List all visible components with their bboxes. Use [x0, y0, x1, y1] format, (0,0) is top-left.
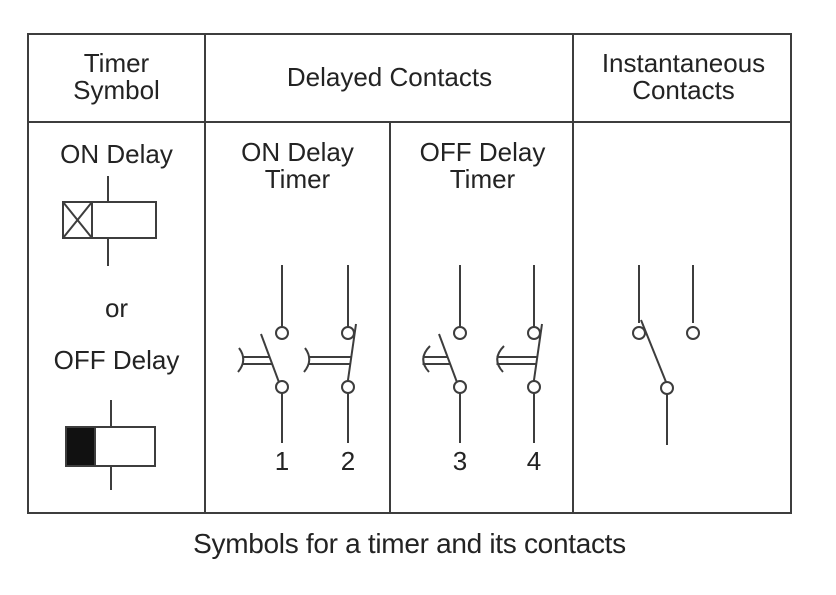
subheader-on-delay-timer: ON Delay Timer — [241, 137, 354, 195]
contact-terminal-top — [527, 326, 541, 340]
contact-3-timed-icon — [422, 265, 467, 443]
on-delay-arc — [303, 347, 311, 373]
column-divider-1 — [204, 33, 206, 514]
instantaneous-contact-icon — [632, 265, 700, 445]
contact-1-notc-icon — [237, 265, 289, 443]
on-delay-coil-icon — [62, 176, 157, 266]
column-divider-2 — [572, 33, 574, 514]
off-delay-arc — [496, 345, 505, 373]
xbox-diagonal-2 — [62, 201, 93, 239]
symbol-table-frame — [27, 33, 792, 514]
contact-blade — [260, 333, 281, 386]
contact-3-number: 3 — [452, 446, 468, 476]
contact-terminal-top — [341, 326, 355, 340]
right-terminal — [686, 326, 700, 340]
contact-terminal-top — [275, 326, 289, 340]
header-delayed-contacts: Delayed Contacts — [286, 62, 493, 92]
coil-body — [62, 201, 157, 239]
contact-terminal-bottom — [275, 380, 289, 394]
contact-terminal-bottom — [341, 380, 355, 394]
contact-terminal-top — [453, 326, 467, 340]
subcolumn-divider — [389, 122, 391, 514]
contact-4-number: 4 — [526, 446, 542, 476]
subheader-off-delay-timer: OFF Delay Timer — [419, 137, 546, 195]
contact-1-number: 1 — [274, 446, 290, 476]
on-delay-arc — [237, 347, 245, 373]
off-delay-label: OFF Delay — [53, 345, 180, 375]
header-instantaneous-contacts: Instantaneous Contacts — [601, 48, 766, 106]
coil-filled-box — [65, 426, 96, 467]
left-terminal — [632, 326, 646, 340]
contact-2-number: 2 — [340, 446, 356, 476]
figure-caption: Symbols for a timer and its contacts — [193, 528, 626, 559]
header-row-divider — [27, 121, 792, 123]
off-delay-coil-icon — [65, 400, 156, 490]
or-label: or — [104, 293, 129, 323]
contact-2-ncto-icon — [303, 265, 357, 443]
contact-4-timed-icon — [496, 265, 543, 443]
off-delay-arc — [422, 345, 431, 373]
bottom-terminal — [660, 381, 674, 395]
header-timer-symbol: Timer Symbol — [73, 48, 160, 106]
contact-terminal-bottom — [453, 380, 467, 394]
contact-terminal-bottom — [527, 380, 541, 394]
contact-blade — [438, 333, 459, 386]
on-delay-label: ON Delay — [60, 139, 173, 169]
